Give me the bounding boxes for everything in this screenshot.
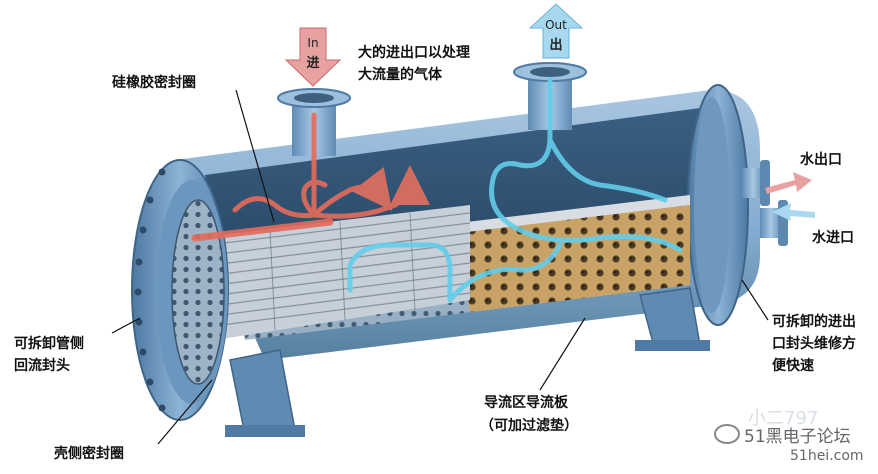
baffle-label-line1: 导流区导流板 (484, 395, 568, 411)
silicone-seal-label: 硅橡胶密封圈 (112, 75, 196, 91)
removable-tube-label-line1: 可拆卸管侧 (14, 336, 84, 352)
in-label-en: In (307, 36, 319, 50)
large-inlet-label-line2: 大流量的气体 (358, 67, 442, 83)
out-arrow (528, 3, 584, 59)
out-label-cn: 出 (549, 38, 563, 53)
in-arrow (284, 27, 342, 87)
large-inlet-label-line1: 大的进出口以处理 (358, 45, 470, 61)
leader-lines (111, 89, 769, 445)
water-outlet-label: 水出口 (800, 152, 842, 168)
saddle-support-right (635, 287, 710, 351)
removable-inout-label-line1: 可拆卸的进出 (772, 314, 856, 330)
removable-inout-label-line2: 口封头维修方 (772, 336, 856, 352)
watermark-name: 51黑电子论坛 (744, 427, 851, 447)
cold-flow (347, 77, 683, 303)
in-label-cn: 进 (306, 56, 320, 71)
saddle-support-left (225, 349, 305, 437)
water-inlet-label: 水进口 (812, 230, 854, 246)
shell-seal-label: 壳侧密封圈 (54, 446, 124, 462)
removable-tube-label-line2: 回流封头 (14, 358, 70, 374)
baffle-label-line2: （可加过滤垫） (480, 418, 578, 434)
front-head (131, 159, 229, 421)
removable-inout-label-line3: 便快速 (772, 358, 814, 374)
watermark-url: 51hei.com (790, 448, 864, 464)
water-outlet-arrow (765, 172, 812, 194)
watermark-faint: 小二797 (748, 408, 819, 429)
water-inlet-arrow (772, 203, 815, 221)
out-label-en: Out (545, 18, 567, 32)
wechat-icon (714, 424, 740, 444)
tube-bundle (195, 205, 471, 340)
hot-gas-flow (191, 112, 430, 242)
